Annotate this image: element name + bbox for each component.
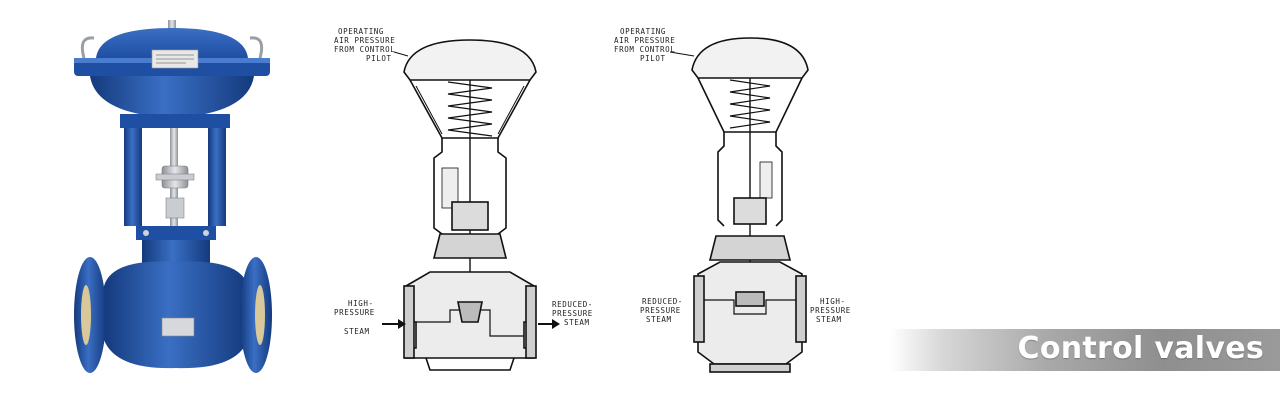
title-banner: Control valves [890,329,1280,371]
air-label-line-3: FROM CONTROL [334,45,395,54]
yoke-left-leg [124,116,142,226]
outlet-label-line-3: STEAM [646,315,672,324]
body-tag [161,317,195,337]
yoke [433,138,507,235]
outlet-label-line-3: STEAM [564,318,590,327]
diaphragm-upper-case [691,37,809,79]
yoke-top [120,114,230,128]
travel-scale [759,161,773,199]
bonnet [708,235,792,261]
diaphragm-upper-case [403,39,537,81]
inlet-label-line-1: HIGH- [348,299,374,308]
actuator-dome [96,28,248,58]
air-label-line-2: AIR PRESSURE [614,36,675,45]
actuator-lower-case [90,76,254,118]
bonnet-flange [136,226,216,240]
outlet-label-line-2: PRESSURE [640,306,681,315]
air-pressure-leader [669,51,695,57]
lift-handle-right [249,36,264,59]
outlet-bore [255,285,265,345]
bottom-cap [425,357,515,371]
air-label-line-4: PILOT [366,54,392,63]
inlet-label-line-1: HIGH- [820,297,846,306]
lift-handle-left [80,36,95,59]
packing-box [451,201,489,231]
air-label-line-1: OPERATING [338,27,384,36]
actuator-spring [729,79,771,129]
bottom-flange [709,363,791,373]
air-label-line-1: OPERATING [620,27,666,36]
packing-nut [165,197,185,219]
inlet-label-line-3: STEAM [344,327,370,336]
valve-body [104,261,248,369]
valve-cross-section-right: OPERATING AIR PRESSURE FROM CONTROL PILO… [614,27,851,373]
valve-plug [457,301,483,323]
outlet-label-line-1: REDUCED- [642,297,683,306]
air-label-line-3: FROM CONTROL [614,45,675,54]
outlet-label-line-2: PRESSURE [552,309,593,318]
outlet-flange [693,275,705,343]
outlet-arrow [538,319,560,329]
inlet-label-line-3: STEAM [816,315,842,324]
inlet-flange [795,275,807,343]
air-label-line-4: PILOT [640,54,666,63]
valve-plug [735,291,765,307]
air-pressure-leader [393,51,409,57]
yoke [717,132,783,227]
packing-box [733,197,767,225]
outlet-flange [525,285,537,359]
body-passage [704,299,796,315]
yoke-right-leg [208,116,226,226]
banner-title: Control valves [1017,331,1264,366]
inlet-label-line-2: PRESSURE [810,306,851,315]
bonnet [432,233,508,259]
valve-body [697,261,803,365]
inlet-arrow [382,319,406,329]
valve-cross-section-left: OPERATING AIR PRESSURE FROM CONTROL PILO… [334,27,593,371]
inlet-label-line-2: PRESSURE [334,308,375,317]
inlet-flange [403,285,415,359]
inlet-bore [81,285,91,345]
top-stem [168,20,176,34]
outlet-label-line-1: REDUCED- [552,300,593,309]
travel-scale [441,167,459,209]
travel-indicator [155,173,195,181]
air-label-line-2: AIR PRESSURE [334,36,395,45]
valve-photo [74,20,272,373]
